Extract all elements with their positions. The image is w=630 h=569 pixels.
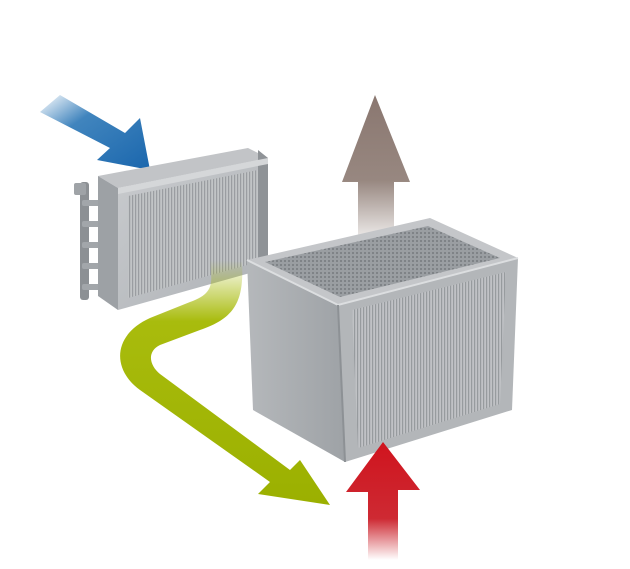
green-transfer-arrow xyxy=(120,260,330,505)
red-supply-arrow xyxy=(346,442,420,560)
plate-heat-exchanger xyxy=(246,218,519,463)
blue-inlet-arrow xyxy=(40,95,150,170)
brown-exhaust-arrow xyxy=(342,95,410,250)
coil-manifold xyxy=(74,182,104,300)
